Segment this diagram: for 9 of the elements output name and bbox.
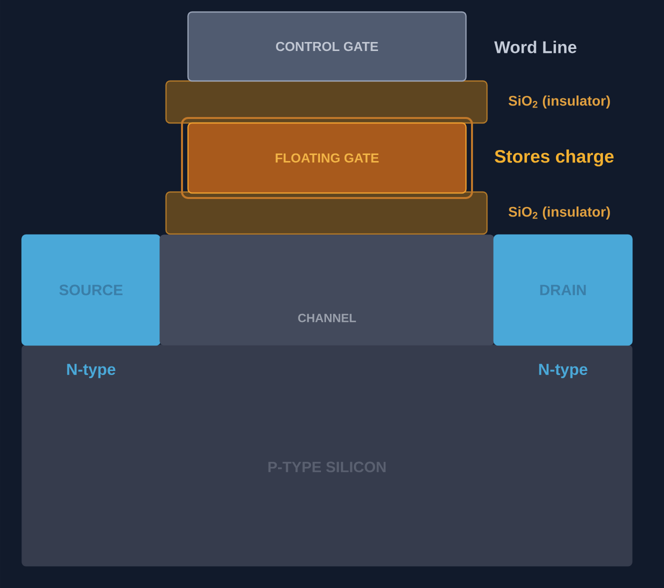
side-label: Stores charge xyxy=(494,150,614,166)
side-label: SiO$_{2}$ (insulator) xyxy=(508,95,610,108)
gate-box: FLOATING GATE xyxy=(187,122,467,194)
type-label: N-type xyxy=(539,364,588,378)
channel-region: CHANNEL xyxy=(160,234,494,346)
type-label: N-type xyxy=(67,364,116,378)
side-label: SiO$_{2}$ (insulator) xyxy=(508,206,610,220)
side-label: Word Line xyxy=(494,40,576,54)
gate-box: CONTROL GATE xyxy=(187,11,467,82)
